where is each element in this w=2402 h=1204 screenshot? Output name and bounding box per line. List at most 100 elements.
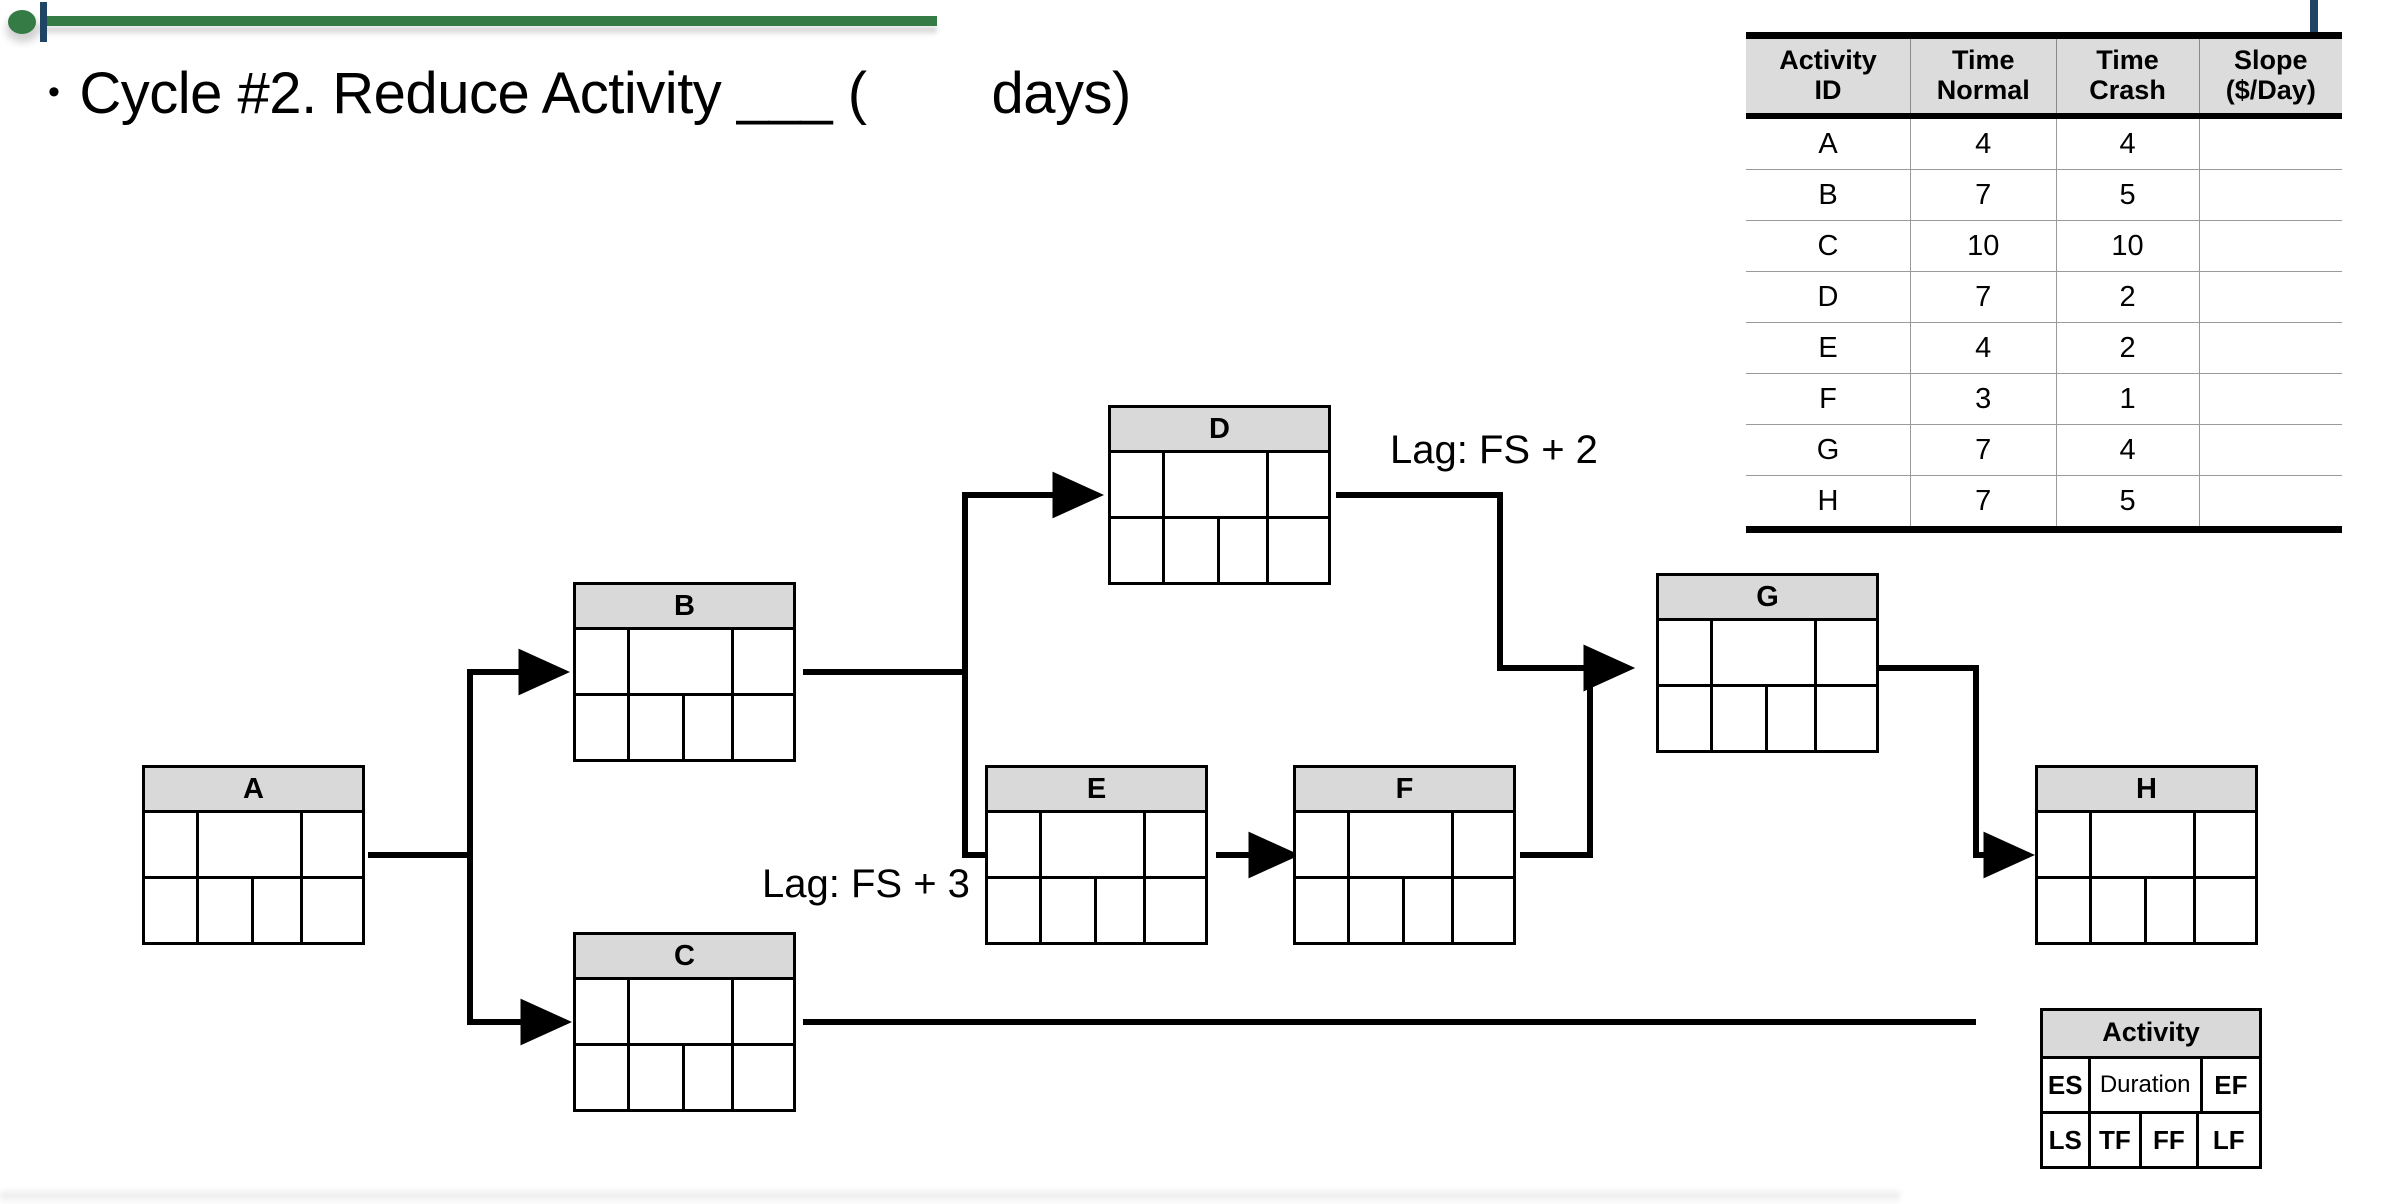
activity-node-h[interactable]: H — [2035, 765, 2258, 945]
activity-node-b[interactable]: B — [573, 582, 796, 762]
node-cell-ef-e[interactable] — [1146, 813, 1205, 876]
node-cell-ff-e[interactable] — [1097, 879, 1147, 942]
page-title: • Cycle #2. Reduce Activity ___ ( days) — [48, 60, 1398, 127]
node-cell-ls-f[interactable] — [1296, 879, 1351, 942]
node-cell-ef-d[interactable] — [1269, 453, 1328, 516]
node-cell-lf-g[interactable] — [1817, 687, 1876, 750]
node-cell-ef-f[interactable] — [1454, 813, 1513, 876]
cell-time-crash: 1 — [2055, 373, 2200, 425]
node-cell-ef-c[interactable] — [734, 980, 793, 1043]
legend-cell-es: ES — [2043, 1059, 2091, 1111]
legend-cell-ff: FF — [2142, 1114, 2199, 1166]
node-row-bottom-c — [576, 1046, 793, 1109]
node-cell-ff-g[interactable] — [1768, 687, 1818, 750]
activity-box-legend: Activity ES Duration EF LS TF FF LF — [2040, 1008, 2262, 1169]
cell-time-normal: 4 — [1909, 322, 2056, 374]
crash-table-body: A 4 4 B 7 5 C 10 10 D 7 2 — [1746, 116, 2342, 534]
node-cell-ef-b[interactable] — [734, 630, 793, 693]
node-row-mid-f — [1296, 813, 1513, 879]
node-cell-es-g[interactable] — [1659, 621, 1714, 684]
node-header-f: F — [1296, 768, 1513, 813]
node-cell-duration-b[interactable] — [630, 630, 735, 693]
node-cell-ls-h[interactable] — [2038, 879, 2093, 942]
node-cell-tf-f[interactable] — [1350, 879, 1405, 942]
crash-table-head: Activity ID Time Normal Time Crash Slope… — [1746, 35, 2342, 117]
node-row-mid-c — [576, 980, 793, 1046]
node-row-mid-a — [145, 813, 362, 879]
node-cell-duration-g[interactable] — [1713, 621, 1818, 684]
node-cell-ls-c[interactable] — [576, 1046, 631, 1109]
node-cell-es-e[interactable] — [988, 813, 1043, 876]
node-cell-ef-g[interactable] — [1817, 621, 1876, 684]
node-cell-lf-f[interactable] — [1454, 879, 1513, 942]
arrow-g-to-h — [1860, 665, 2036, 879]
cell-time-crash: 4 — [2055, 116, 2200, 170]
node-cell-lf-b[interactable] — [734, 696, 793, 759]
cell-activity-id: D — [1746, 271, 1911, 323]
node-cell-ef-a[interactable] — [303, 813, 362, 876]
node-cell-ls-d[interactable] — [1111, 519, 1166, 582]
legend-cell-ef: EF — [2214, 1069, 2248, 1100]
node-cell-ff-f[interactable] — [1405, 879, 1455, 942]
node-header-a: A — [145, 768, 362, 813]
activity-node-f[interactable]: F — [1293, 765, 1516, 945]
node-cell-es-c[interactable] — [576, 980, 631, 1043]
node-cell-es-d[interactable] — [1111, 453, 1166, 516]
cell-time-crash: 2 — [2055, 271, 2200, 323]
node-cell-tf-d[interactable] — [1165, 519, 1220, 582]
node-cell-ls-a[interactable] — [145, 879, 200, 942]
node-row-bottom-b — [576, 696, 793, 759]
node-cell-duration-e[interactable] — [1042, 813, 1147, 876]
node-row-mid-d — [1111, 453, 1328, 519]
node-cell-es-a[interactable] — [145, 813, 200, 876]
node-cell-tf-e[interactable] — [1042, 879, 1097, 942]
node-row-bottom-h — [2038, 879, 2255, 942]
activity-node-c[interactable]: C — [573, 932, 796, 1112]
node-cell-lf-h[interactable] — [2196, 879, 2255, 942]
node-cell-es-f[interactable] — [1296, 813, 1351, 876]
cell-activity-id: A — [1818, 127, 1838, 160]
node-cell-ff-a[interactable] — [254, 879, 304, 942]
activity-node-g[interactable]: G — [1656, 573, 1879, 753]
activity-node-a[interactable]: A — [142, 765, 365, 945]
node-cell-tf-h[interactable] — [2092, 879, 2147, 942]
activity-node-d[interactable]: D — [1108, 405, 1331, 585]
node-cell-ff-c[interactable] — [685, 1046, 735, 1109]
cell-time-crash: 5 — [2055, 475, 2200, 534]
node-cell-ff-b[interactable] — [685, 696, 735, 759]
node-cell-es-b[interactable] — [576, 630, 631, 693]
legend-cell-tf: TF — [2091, 1114, 2143, 1166]
node-cell-lf-c[interactable] — [734, 1046, 793, 1109]
cell-activity-id: E — [1746, 322, 1911, 374]
node-cell-duration-f[interactable] — [1350, 813, 1455, 876]
node-cell-duration-c[interactable] — [630, 980, 735, 1043]
node-cell-ls-b[interactable] — [576, 696, 631, 759]
node-cell-ef-h[interactable] — [2196, 813, 2255, 876]
node-cell-lf-a[interactable] — [303, 879, 362, 942]
node-cell-tf-g[interactable] — [1713, 687, 1768, 750]
cell-time-normal: 10 — [1909, 220, 2056, 272]
activity-node-e[interactable]: E — [985, 765, 1208, 945]
node-cell-es-h[interactable] — [2038, 813, 2093, 876]
node-cell-lf-e[interactable] — [1146, 879, 1205, 942]
legend-cell-lf: LF — [2212, 1124, 2245, 1155]
node-cell-ls-g[interactable] — [1659, 687, 1714, 750]
node-row-mid-g — [1659, 621, 1876, 687]
node-cell-duration-d[interactable] — [1165, 453, 1270, 516]
node-cell-tf-b[interactable] — [630, 696, 685, 759]
node-header-g: G — [1659, 576, 1876, 621]
node-header-c: C — [576, 935, 793, 980]
node-cell-duration-h[interactable] — [2092, 813, 2197, 876]
node-cell-ff-d[interactable] — [1220, 519, 1270, 582]
cell-time-crash: 2 — [2055, 322, 2200, 374]
node-cell-ls-e[interactable] — [988, 879, 1043, 942]
cell-slope — [2198, 271, 2342, 323]
table-row: C 10 10 — [1746, 220, 2342, 272]
node-cell-tf-c[interactable] — [630, 1046, 685, 1109]
node-cell-tf-a[interactable] — [199, 879, 254, 942]
node-cell-ff-h[interactable] — [2147, 879, 2197, 942]
col-header-time-normal: Time Normal — [1909, 35, 2056, 117]
node-cell-lf-d[interactable] — [1269, 519, 1328, 582]
node-cell-duration-a[interactable] — [199, 813, 304, 876]
